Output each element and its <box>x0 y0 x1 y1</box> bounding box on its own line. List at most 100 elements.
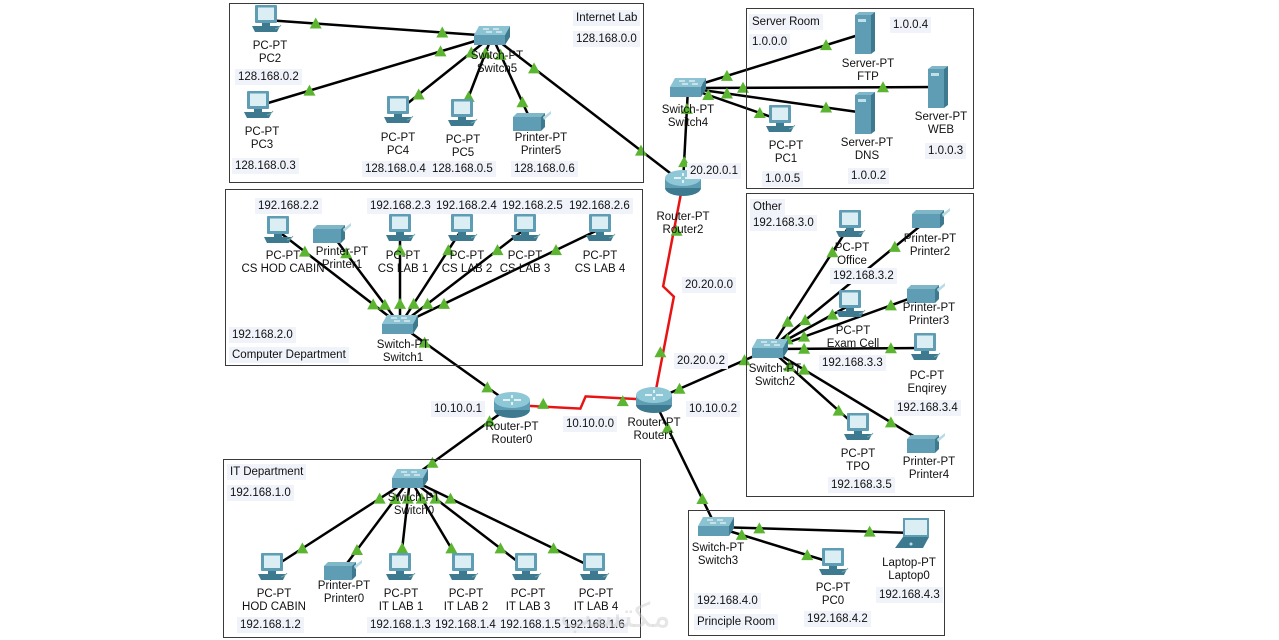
device-cslab3[interactable] <box>508 213 542 245</box>
device-printer1[interactable] <box>311 221 351 245</box>
device-model: PC-PT <box>578 588 614 600</box>
device-web[interactable] <box>925 65 951 109</box>
port-status-up-icon <box>661 421 674 433</box>
device-hodcabin[interactable] <box>255 552 289 584</box>
device-pc4[interactable] <box>381 95 415 127</box>
device-laptop0[interactable] <box>893 517 933 549</box>
device-cshod[interactable] <box>261 215 295 247</box>
port-status-up-icon <box>696 493 709 505</box>
port-status-up-icon <box>309 17 322 29</box>
ethernet-link[interactable] <box>652 399 718 528</box>
port-status-up-icon <box>429 492 442 504</box>
ethernet-link[interactable] <box>715 525 914 535</box>
device-pc0[interactable] <box>816 547 850 579</box>
pc-icon <box>833 290 867 325</box>
ethernet-link[interactable] <box>769 346 926 351</box>
ethernet-link[interactable] <box>687 31 866 90</box>
port-status-up-icon <box>516 96 529 108</box>
ethernet-link[interactable] <box>265 18 493 38</box>
ethernet-link[interactable] <box>271 477 411 570</box>
device-cslab4[interactable] <box>583 213 617 245</box>
ethernet-link[interactable] <box>409 403 513 481</box>
device-model: PC-PT <box>445 134 481 146</box>
ethernet-link[interactable] <box>769 347 926 445</box>
device-enqirey[interactable] <box>908 332 942 364</box>
port-status-up-icon <box>394 297 406 309</box>
device-cslab2[interactable] <box>445 213 479 245</box>
device-ip-address: 192.168.1.5 <box>497 617 564 633</box>
device-switch2[interactable] <box>751 338 789 360</box>
device-model: Printer-PT <box>903 233 957 245</box>
port-status-up-icon <box>415 492 428 504</box>
ethernet-link[interactable] <box>398 228 464 326</box>
area-network-address: 192.168.3.0 <box>750 215 817 231</box>
device-router1[interactable] <box>635 386 673 414</box>
ethernet-link[interactable] <box>653 347 771 402</box>
area-title: Other <box>750 199 785 215</box>
device-model: PC-PT <box>244 126 280 138</box>
note-net-10-10-0-0: 10.10.0.0 <box>563 416 617 432</box>
device-name: Router0 <box>491 434 533 446</box>
device-printer2[interactable] <box>910 206 950 230</box>
area-computer-department[interactable] <box>225 189 643 366</box>
port-status-up-icon <box>783 360 796 372</box>
device-router0[interactable] <box>493 391 531 419</box>
area-other[interactable] <box>746 193 974 497</box>
switch-icon <box>473 26 511 51</box>
device-switch3[interactable] <box>697 516 735 538</box>
device-name: Switch1 <box>382 352 424 364</box>
device-examcell[interactable] <box>833 289 867 321</box>
ethernet-link[interactable] <box>687 86 781 122</box>
device-pc2[interactable] <box>249 4 283 36</box>
ethernet-link[interactable] <box>687 85 939 90</box>
device-pc5[interactable] <box>445 98 479 130</box>
device-itlab4[interactable] <box>577 552 611 584</box>
device-name: Switch0 <box>393 505 435 517</box>
ethernet-link[interactable] <box>687 86 866 115</box>
ethernet-link[interactable] <box>399 228 526 326</box>
device-switch4[interactable] <box>669 77 707 99</box>
ethernet-link[interactable] <box>769 291 926 351</box>
area-principle-room[interactable] <box>688 510 945 636</box>
area-it-department[interactable] <box>223 459 641 638</box>
device-itlab3[interactable] <box>509 552 543 584</box>
area-server-room[interactable] <box>746 8 974 189</box>
device-switch5[interactable] <box>473 25 511 47</box>
device-pc3[interactable] <box>241 90 275 122</box>
device-ftp[interactable] <box>852 11 878 55</box>
device-printer5[interactable] <box>511 109 551 133</box>
device-switch1[interactable] <box>381 314 419 336</box>
ethernet-link[interactable] <box>257 34 493 108</box>
ethernet-link[interactable] <box>399 227 601 327</box>
ethernet-link[interactable] <box>715 525 834 565</box>
device-ip-address: 1.0.0.2 <box>848 168 890 184</box>
device-itlab1[interactable] <box>383 552 417 584</box>
device-cslab1[interactable] <box>383 213 417 245</box>
ethernet-link[interactable] <box>491 35 684 184</box>
device-printer0[interactable] <box>322 558 362 582</box>
device-name: PC3 <box>250 139 274 151</box>
port-status-up-icon <box>418 336 431 348</box>
device-itlab2[interactable] <box>446 552 480 584</box>
device-switch0[interactable] <box>391 468 429 490</box>
device-pc1[interactable] <box>763 104 797 136</box>
ethernet-link[interactable] <box>768 224 852 350</box>
device-dns[interactable] <box>852 91 878 135</box>
device-printer3[interactable] <box>905 281 945 305</box>
area-network-address: 192.168.2.0 <box>229 327 296 343</box>
printer-icon <box>910 208 950 234</box>
area-internet-lab[interactable] <box>229 3 644 183</box>
device-tpo[interactable] <box>841 412 875 444</box>
ethernet-link[interactable] <box>409 477 595 570</box>
serial-link[interactable] <box>511 395 655 410</box>
ethernet-link[interactable] <box>409 478 527 569</box>
device-office[interactable] <box>833 209 867 241</box>
device-printer4[interactable] <box>905 431 945 455</box>
